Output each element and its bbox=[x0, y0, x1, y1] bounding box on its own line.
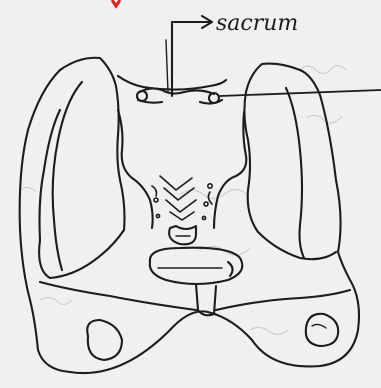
pelvic-brim-line bbox=[220, 90, 381, 96]
coccyx bbox=[169, 226, 196, 244]
left-ilium-inner bbox=[53, 82, 82, 270]
right-obturator-foramen bbox=[306, 314, 338, 346]
red-mark bbox=[112, 0, 120, 6]
sacrum-arrow bbox=[172, 16, 212, 28]
sacrum-right-border bbox=[214, 112, 246, 228]
pelvis-drawing bbox=[20, 16, 381, 373]
lower-arch-left bbox=[40, 282, 196, 310]
sacral-foramina bbox=[152, 176, 212, 220]
sacrum-label: sacrum bbox=[216, 11, 298, 36]
right-ilium-inner bbox=[286, 88, 304, 258]
sacrum-left-border bbox=[118, 110, 153, 228]
left-ilium bbox=[39, 58, 124, 278]
left-obturator-foramen bbox=[87, 320, 122, 360]
pelvis-outline bbox=[20, 70, 359, 373]
lower-arch-right bbox=[216, 290, 350, 310]
